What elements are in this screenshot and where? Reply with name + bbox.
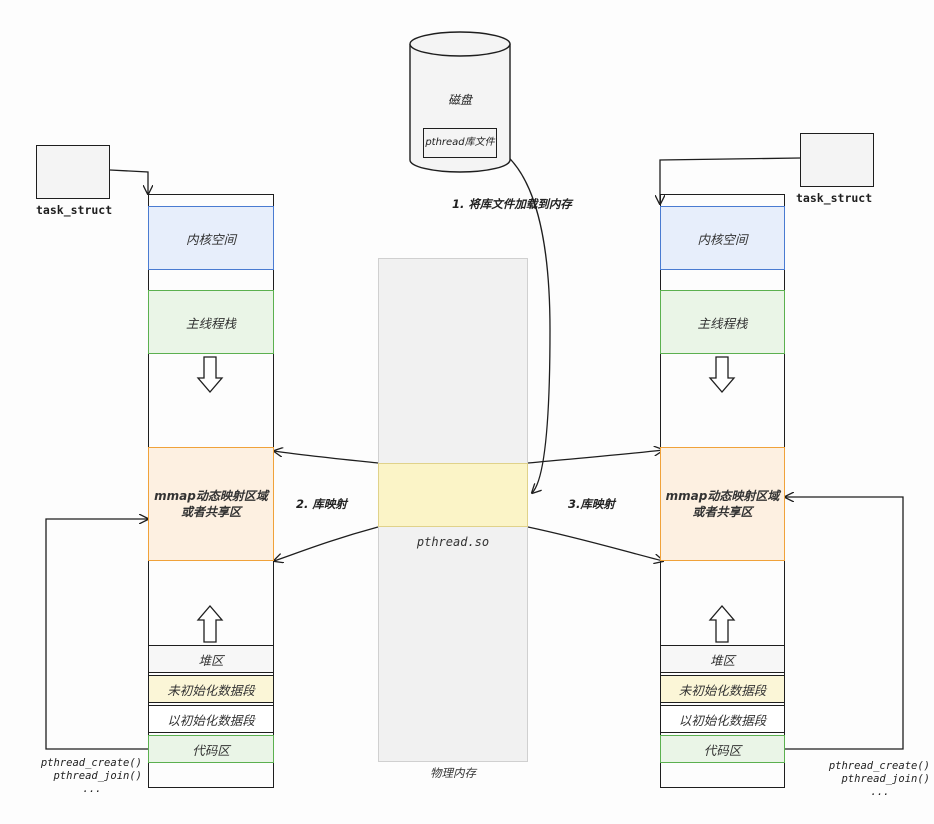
step-load-label: 1. 将库文件加载到内存 [452, 197, 572, 211]
left-func-create: pthread_create() [40, 757, 142, 769]
right-task-arrow [660, 157, 801, 204]
pthread-so-band [378, 463, 528, 527]
right-main-thread-stack: 主线程栈 [660, 290, 785, 354]
map-right-arrow-bottom [527, 526, 663, 561]
map-right-arrow-top [527, 450, 663, 464]
right-mmap-region: mmap动态映射区域 或者共享区 [660, 447, 785, 561]
left-data-segment: 以初始化数据段 [148, 705, 274, 733]
left-bss-segment: 未初始化数据段 [148, 675, 274, 703]
step-map-left-label: 2. 库映射 [296, 497, 347, 511]
left-stack-down-arrow [196, 356, 224, 393]
left-heap-up-arrow [196, 605, 224, 643]
right-data-segment: 以初始化数据段 [660, 705, 785, 733]
left-task-struct-box [36, 145, 110, 199]
right-mmap-label-2: 或者共享区 [692, 505, 753, 519]
left-mmap-region: mmap动态映射区域 或者共享区 [148, 447, 274, 561]
left-mmap-label-2: 或者共享区 [180, 505, 241, 519]
map-left-arrow-top [274, 451, 379, 464]
left-func-join: pthread_join() [53, 770, 142, 782]
left-heap: 堆区 [148, 645, 274, 673]
left-func-list: pthread_create() pthread_join() ... [2, 757, 142, 799]
step-map-right-label: 3.库映射 [568, 497, 615, 511]
right-heap: 堆区 [660, 645, 785, 673]
right-bss-segment: 未初始化数据段 [660, 675, 785, 703]
left-main-thread-stack: 主线程栈 [148, 290, 274, 354]
map-left-arrow-bottom [274, 526, 379, 561]
left-code-segment: 代码区 [148, 735, 274, 763]
load-arrow [499, 149, 551, 493]
left-func-more: ... [82, 783, 102, 795]
left-task-arrow [109, 169, 148, 194]
right-code-segment: 代码区 [660, 735, 785, 763]
disk-title: 磁盘 [447, 92, 472, 107]
left-task-struct-label: task_struct [36, 203, 113, 217]
right-kernel-space: 内核空间 [660, 206, 785, 270]
right-stack-down-arrow [708, 356, 736, 393]
lib-file-box: pthread库文件 [423, 128, 497, 158]
left-mmap-label-1: mmap动态映射区域 [154, 489, 268, 503]
left-call-arrow [45, 519, 148, 750]
right-func-list: pthread_create() pthread_join() ... [790, 760, 930, 802]
left-kernel-space: 内核空间 [148, 206, 274, 270]
right-heap-up-arrow [708, 605, 736, 643]
right-func-more: ... [870, 786, 890, 798]
right-task-struct-label: task_struct [796, 191, 873, 205]
right-mmap-label-1: mmap动态映射区域 [665, 489, 780, 503]
physical-memory-title: 物理内存 [430, 766, 476, 780]
right-call-arrow [785, 497, 904, 750]
right-task-struct-box [800, 133, 874, 187]
pthread-so-label: pthread.so [416, 535, 490, 549]
right-func-create: pthread_create() [828, 760, 930, 772]
right-func-join: pthread_join() [841, 773, 930, 785]
